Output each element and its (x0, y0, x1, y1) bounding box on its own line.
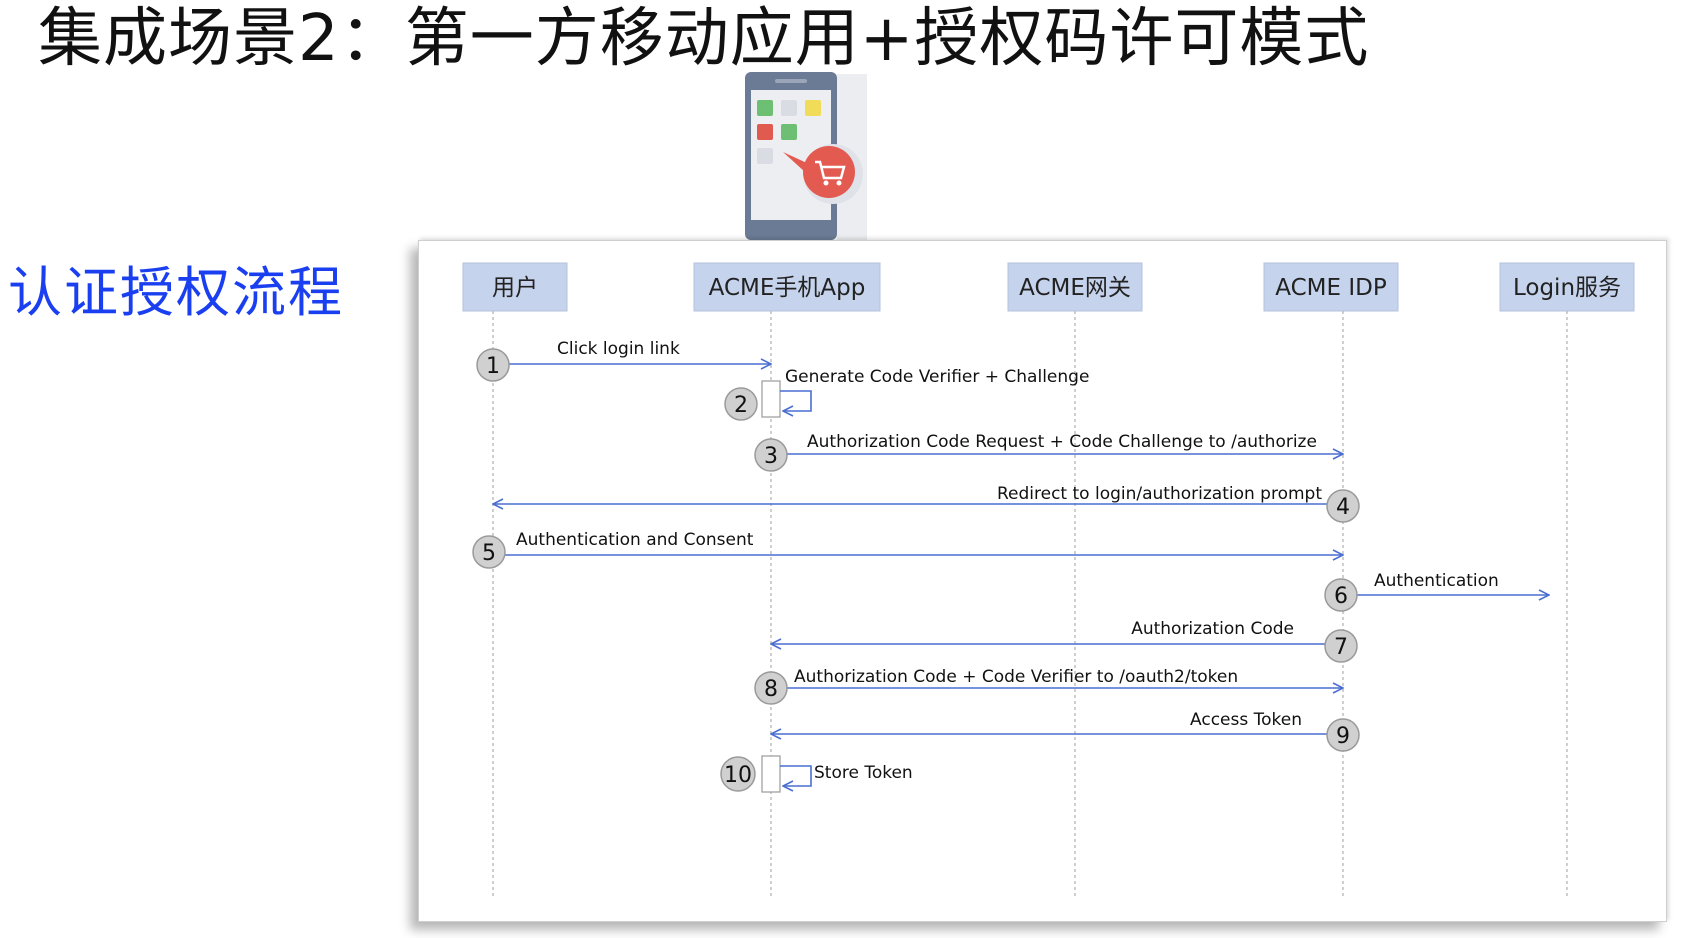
step-badge-circle (1324, 629, 1358, 663)
step-badge-circle (1326, 489, 1360, 523)
message-10: Store Token (780, 763, 913, 786)
step-badge-9: 9 (1326, 718, 1360, 752)
step-badge-circle (472, 535, 506, 569)
step-number: 7 (1334, 635, 1348, 660)
step-badge-1: 1 (476, 348, 510, 382)
self-message-arrow (780, 765, 812, 786)
step-badge-circle (476, 348, 510, 382)
message-label: Redirect to login/authorization prompt (997, 484, 1322, 504)
message-label: Click login link (557, 339, 680, 359)
message-label: Authentication and Consent (516, 530, 754, 550)
message-label: Access Token (1190, 710, 1302, 730)
self-message-arrow (780, 390, 812, 411)
step-badge-2: 2 (724, 387, 758, 421)
section-label: 认证授权流程 (8, 261, 344, 324)
activation-box (761, 380, 781, 418)
participant-label-app: ACME手机App (709, 275, 866, 301)
step-badge-circle (1326, 718, 1360, 752)
message-5: Authentication and Consent (493, 530, 1343, 555)
step-number: 9 (1336, 724, 1350, 749)
participant-label-user: 用户 (492, 275, 538, 301)
message-label: Generate Code Verifier + Challenge (785, 367, 1089, 387)
participant-label-login: Login服务 (1513, 275, 1621, 301)
smartphone-app-icon (745, 72, 867, 240)
sequence-diagram-frame: 用户 ACME手机App ACME网关 ACME IDP Login服务 Click l… (418, 240, 1667, 922)
app-grid (757, 100, 821, 164)
step-number: 4 (1336, 495, 1350, 520)
message-3: Authorization Code Request + Code Challe… (771, 432, 1343, 454)
slide-title: 集成场景2：第一方移动应用+授权码许可模式 (38, 2, 1370, 76)
step-badge-circle (754, 671, 788, 705)
step-number: 2 (734, 393, 748, 418)
participant-label-idp: ACME IDP (1275, 275, 1387, 301)
step-number: 3 (764, 444, 778, 469)
shopping-cart-icon (783, 144, 863, 204)
message-label: Authentication (1374, 571, 1499, 591)
step-badge-5: 5 (472, 535, 506, 569)
step-number: 5 (482, 541, 496, 566)
step-badge-4: 4 (1326, 489, 1360, 523)
step-badge-6: 6 (1324, 578, 1358, 612)
participant-box-user (462, 262, 568, 312)
step-badge-3: 3 (754, 438, 788, 472)
message-7: Authorization Code (771, 619, 1343, 644)
step-badge-circle (724, 387, 758, 421)
step-badge-circle (1324, 578, 1358, 612)
step-badge-circle (720, 756, 756, 792)
activation-box (761, 755, 781, 793)
step-number: 10 (724, 763, 752, 788)
step-badge-7: 7 (1324, 629, 1358, 663)
message-label: Authorization Code Request + Code Challe… (807, 432, 1317, 452)
message-label: Authorization Code + Code Verifier to /o… (794, 667, 1238, 687)
participant-box-login (1499, 262, 1635, 312)
step-badge-8: 8 (754, 671, 788, 705)
message-label: Authorization Code (1131, 619, 1294, 639)
step-number: 1 (486, 354, 500, 379)
step-number: 6 (1334, 584, 1348, 609)
sequence-diagram: 用户 ACME手机App ACME网关 ACME IDP Login服务 Click l… (462, 262, 1635, 896)
message-9: Access Token (771, 710, 1343, 734)
message-8: Authorization Code + Code Verifier to /o… (771, 667, 1343, 688)
step-number: 8 (764, 677, 778, 702)
message-6: Authentication (1343, 571, 1549, 595)
step-badge-circle (754, 438, 788, 472)
participant-box-app (693, 262, 881, 312)
message-1: Click login link (493, 339, 771, 364)
message-4: Redirect to login/authorization prompt (493, 484, 1343, 504)
participant-box-idp (1263, 262, 1399, 312)
participant-box-gateway (1007, 262, 1143, 312)
message-2: Generate Code Verifier + Challenge (780, 367, 1089, 411)
message-label: Store Token (814, 763, 913, 783)
step-badge-10: 10 (720, 756, 756, 792)
participant-label-gateway: ACME网关 (1019, 275, 1131, 301)
